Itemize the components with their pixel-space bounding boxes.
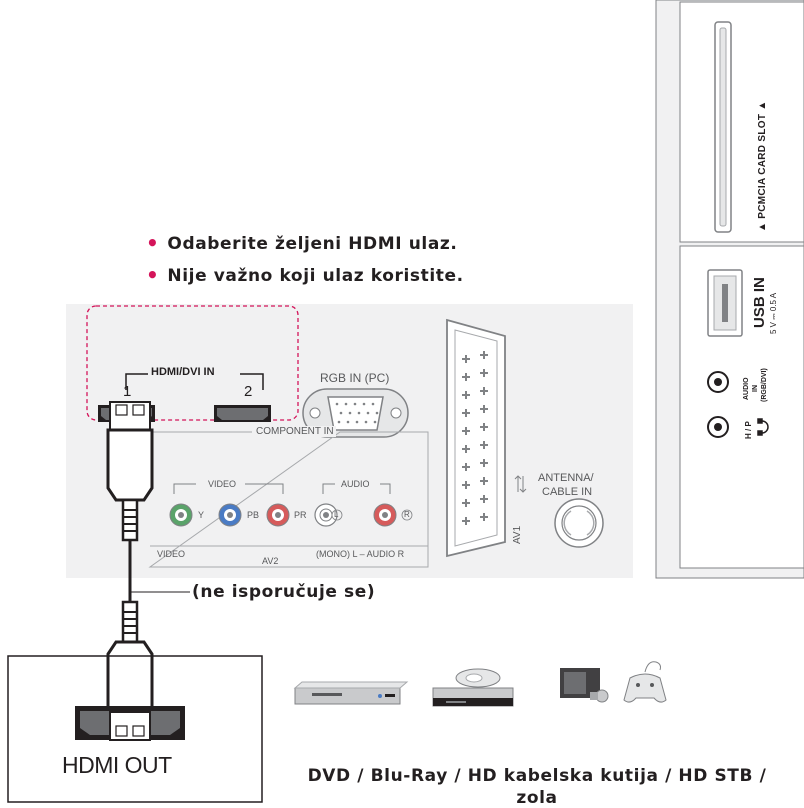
headphone-jack-icon	[707, 416, 729, 438]
pcmcia-label: ▲ PCMCIA CARD SLOT ▲	[757, 100, 768, 232]
dvd-player-icon	[293, 681, 409, 705]
component-frame	[148, 431, 429, 568]
scart-pins	[462, 351, 488, 525]
hdmi-bracket	[125, 373, 264, 390]
r-circle-mark	[401, 509, 413, 521]
tv-rear-panel	[66, 304, 633, 578]
audio-in-label-1: AUDIO	[743, 377, 750, 400]
l-circle-mark	[331, 509, 343, 521]
l-label: L	[334, 510, 339, 519]
rgb-vga-port-icon	[302, 388, 409, 438]
source-device-box	[7, 655, 263, 803]
usb-spec-label: 5 V ⎓ 0.5 A	[769, 292, 778, 334]
audio-in-label-2: IN	[752, 385, 759, 392]
antenna-label: ANTENNA/	[538, 472, 594, 484]
audio-r-jack-icon	[373, 503, 397, 527]
component-y-jack-icon	[169, 503, 193, 527]
hdmi-port-2-label: 2	[244, 383, 253, 400]
scart-connector-icon	[446, 318, 506, 558]
bullet-icon: •	[146, 263, 160, 287]
hdmi-highlight-box	[86, 305, 299, 421]
antenna-jack-icon	[554, 498, 604, 548]
r-label: R	[404, 510, 410, 519]
hdmi-port-2-icon	[214, 405, 271, 422]
cable-in-label: CABLE IN	[542, 486, 593, 498]
audio-in-label-3: (RGB/DVI)	[761, 368, 768, 402]
headphone-icon	[757, 418, 769, 436]
instruction-2: • Nije važno koji ulaz koristite.	[146, 263, 464, 287]
video-bracket	[173, 483, 284, 494]
pr-label: PR	[294, 510, 307, 520]
component-pb-jack-icon	[218, 503, 242, 527]
video-group-label: VIDEO	[208, 479, 237, 489]
instruction-2-text: Nije važno koji ulaz koristite.	[167, 266, 464, 286]
video-bottom-label: VIDEO	[157, 549, 186, 559]
usb-in-label: USB IN	[751, 277, 768, 328]
instruction-1: • Odaberite željeni HDMI ulaz.	[146, 231, 457, 255]
component-in-label: COMPONENT IN	[254, 426, 336, 437]
hp-label: H / P	[744, 421, 753, 439]
pb-label: PB	[247, 510, 260, 520]
av1-label: AV1	[512, 525, 523, 544]
game-console-icon	[623, 661, 667, 703]
hdmi-out-label: HDMI OUT	[62, 752, 172, 778]
audio-bracket	[322, 483, 391, 494]
instruction-1-text: Odaberite željeni HDMI ulaz.	[167, 234, 458, 254]
av2-label: AV2	[262, 556, 279, 566]
pcmcia-area	[679, 1, 804, 243]
audio-l-jack-icon	[314, 503, 338, 527]
mono-audio-label: (MONO) L – AUDIO R	[316, 549, 405, 559]
cable-not-supplied-note: (ne isporučuje se)	[192, 582, 376, 602]
devices-caption-line-2: zola	[516, 788, 558, 808]
devices-caption: DVD / Blu-Ray / HD kabelska kutija / HD …	[272, 765, 802, 808]
bluray-player-icon	[432, 668, 514, 707]
hdmi-dvi-in-label: HDMI/DVI IN	[148, 366, 218, 378]
hdmi-port-1-label: 1	[123, 383, 132, 400]
pcmcia-slot-icon	[714, 21, 732, 233]
audio-in-jack-icon	[707, 371, 729, 393]
devices-caption-line-1: DVD / Blu-Ray / HD kabelska kutija / HD …	[307, 766, 767, 786]
audio-group-label: AUDIO	[341, 479, 370, 489]
usb-port-icon	[707, 269, 743, 337]
rgb-in-label: RGB IN (PC)	[320, 371, 390, 385]
set-top-box-icon	[560, 668, 609, 703]
bullet-icon: •	[146, 231, 160, 255]
y-label: Y	[198, 510, 205, 520]
hdmi-out-port-icon	[75, 706, 185, 741]
component-pr-jack-icon	[266, 503, 290, 527]
av1-direction-icon	[514, 475, 527, 493]
